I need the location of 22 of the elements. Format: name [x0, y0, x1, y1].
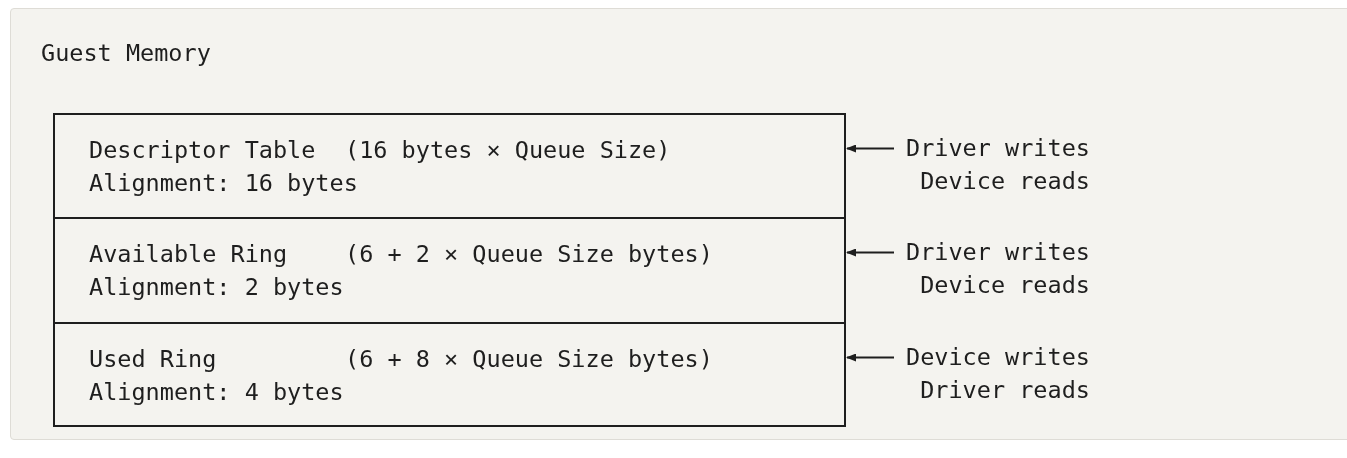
- access-note: Device reads: [920, 166, 1090, 197]
- memory-region-box: [53, 113, 846, 219]
- memory-region-box: [53, 322, 846, 427]
- access-note: Device writes: [906, 342, 1090, 373]
- access-note: Driver reads: [920, 375, 1090, 406]
- arrow: [846, 144, 895, 153]
- region-size: (6 + 8 × Queue Size bytes): [345, 344, 713, 375]
- memory-region-box: [53, 217, 846, 324]
- region-size: (6 + 2 × Queue Size bytes): [345, 239, 713, 270]
- region-name: Descriptor Table: [89, 135, 317, 166]
- access-note: Driver writes: [906, 237, 1090, 268]
- arrow: [846, 353, 895, 362]
- alignment-text: Alignment: 2 bytes: [89, 272, 345, 303]
- access-note: Device reads: [920, 270, 1090, 301]
- region-name: Available Ring: [89, 239, 289, 270]
- region-name: Used Ring: [89, 344, 218, 375]
- diagram-title: Guest Memory: [41, 38, 211, 69]
- alignment-text: Alignment: 4 bytes: [89, 377, 345, 408]
- region-size: (16 bytes × Queue Size): [345, 135, 671, 166]
- alignment-text: Alignment: 16 bytes: [89, 168, 359, 199]
- arrow: [846, 248, 895, 257]
- access-note: Driver writes: [906, 133, 1090, 164]
